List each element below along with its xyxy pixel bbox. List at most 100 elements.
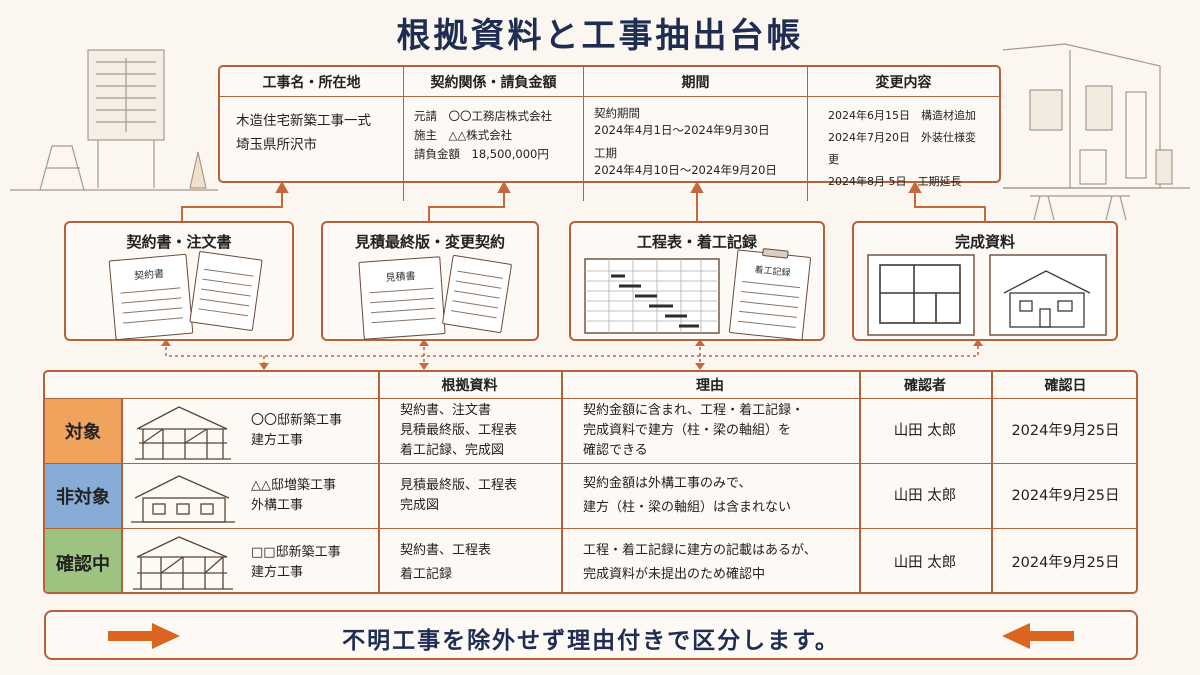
evidence-line: 見積最終版、工程表 bbox=[400, 423, 518, 438]
evidence-line: 着工記録 bbox=[400, 566, 453, 582]
source-completion-label: 完成資料 bbox=[954, 233, 1015, 251]
right-arrow-icon bbox=[108, 623, 180, 649]
source-contract-label: 契約書・注文書 bbox=[126, 233, 232, 251]
ledger-location-line: 埼玉県所沢市 bbox=[236, 137, 317, 153]
ledger-work-period-label: 工期 bbox=[594, 146, 617, 160]
table-header-reason: 理由 bbox=[561, 372, 859, 399]
start-record-title: 着工記録 bbox=[753, 265, 791, 279]
contract-document-title: 契約書 bbox=[133, 268, 165, 283]
reason-line: 建方（柱・梁の軸組）は含まれない bbox=[583, 500, 792, 515]
reason-cell: 工程・着工記録に建方の記載はあるが、 完成資料が未提出のため確認中 bbox=[583, 529, 858, 592]
ledger-header-changes: 変更内容 bbox=[808, 67, 999, 97]
table-row: 対象 〇〇邸新築工事 建方工事 契約書、注文書 見積最終版、工程表 着工記録、完… bbox=[45, 399, 1136, 464]
reason-line: 完成資料で建方（柱・梁の軸組）を bbox=[583, 423, 792, 438]
ledger-amount-line: 請負金額 18,500,000円 bbox=[414, 147, 549, 161]
ledger-contractor-line: 元請 〇〇工務店株式会社 bbox=[414, 109, 552, 123]
project-cell: △△邸増築工事 外構工事 bbox=[251, 464, 377, 528]
project-name: □□邸新築工事 bbox=[251, 544, 341, 560]
table-row: 非対象 △△邸増築工事 外構工事 見積最終版、工程表 完成図 契約金額は外構工事… bbox=[45, 464, 1136, 529]
project-name: △△邸増築工事 bbox=[251, 478, 336, 493]
reason-line: 完成資料が未提出のため確認中 bbox=[583, 566, 766, 582]
evidence-line: 契約書、注文書 bbox=[400, 403, 492, 418]
table-header-evidence: 根拠資料 bbox=[378, 372, 561, 399]
source-estimate-box: 見積最終版・変更契約 見積書 bbox=[321, 221, 539, 341]
reason-line: 工程・着工記録に建方の記載はあるが、 bbox=[583, 542, 817, 558]
ledger-period-cell: 契約期間 2024年4月1日～2024年9月30日 工期 2024年4月10日～… bbox=[584, 97, 808, 201]
project-work: 外構工事 bbox=[251, 498, 304, 513]
category-badge-target: 対象 bbox=[45, 399, 121, 463]
ledger-name-line: 木造住宅新築工事一式 bbox=[236, 113, 371, 129]
construction-ledger: 工事名・所在地 契約関係・請負金額 期間 変更内容 木造住宅新築工事一式 埼玉県… bbox=[218, 65, 1001, 201]
checker-name: 山田 太郎 bbox=[893, 554, 957, 571]
table-header-date: 確認日 bbox=[991, 372, 1136, 399]
check-date: 2024年9月25日 bbox=[1011, 488, 1120, 504]
house-frame-checking-icon bbox=[133, 536, 233, 590]
evidence-line: 見積最終版、工程表 bbox=[400, 478, 518, 493]
estimate-document-title: 見積書 bbox=[385, 271, 416, 285]
evidence-line: 契約書、工程表 bbox=[400, 542, 492, 558]
table-header-checker: 確認者 bbox=[859, 372, 991, 399]
gantt-chart-icon bbox=[584, 258, 720, 334]
evidence-line: 着工記録、完成図 bbox=[400, 443, 505, 458]
checker-name: 山田 太郎 bbox=[893, 488, 957, 504]
checker-cell: 山田 太郎 bbox=[859, 464, 991, 528]
divider bbox=[859, 372, 861, 592]
date-cell: 2024年9月25日 bbox=[991, 529, 1136, 592]
evidence-cell: 契約書、工程表 着工記録 bbox=[400, 529, 560, 592]
ledger-change-item: 2024年7月20日 外装仕様変更 bbox=[828, 131, 976, 166]
ledger-header-name: 工事名・所在地 bbox=[220, 67, 404, 97]
estimate-document-icon: 見積書 bbox=[358, 256, 446, 340]
start-record-clipboard-icon: 着工記録 bbox=[728, 247, 812, 341]
contract-document-icon: 契約書 bbox=[108, 253, 194, 341]
divider bbox=[991, 372, 993, 592]
date-cell: 2024年9月25日 bbox=[991, 399, 1136, 463]
source-schedule-label: 工程表・着工記録 bbox=[636, 233, 757, 251]
ledger-contract-cell: 元請 〇〇工務店株式会社 施主 △△株式会社 請負金額 18,500,000円 bbox=[404, 97, 584, 201]
footer-banner: 不明工事を除外せず理由付きで区分します。 bbox=[44, 610, 1138, 660]
divider bbox=[121, 399, 123, 592]
completed-house-photo-icon bbox=[989, 254, 1107, 336]
date-cell: 2024年9月25日 bbox=[991, 464, 1136, 528]
checker-cell: 山田 太郎 bbox=[859, 399, 991, 463]
checker-name: 山田 太郎 bbox=[893, 423, 957, 439]
project-work: 建方工事 bbox=[251, 433, 304, 448]
ledger-client-line: 施主 △△株式会社 bbox=[414, 128, 513, 142]
evidence-cell: 見積最終版、工程表 完成図 bbox=[400, 464, 560, 528]
evidence-line: 完成図 bbox=[400, 498, 440, 513]
reason-cell: 契約金額に含まれ、工程・着工記録・ 完成資料で建方（柱・梁の軸組）を 確認できる bbox=[583, 399, 858, 463]
reason-line: 契約金額は外構工事のみで、 bbox=[583, 476, 752, 491]
divider bbox=[561, 372, 563, 592]
ledger-change-item: 2024年8月 5日 工期延長 bbox=[828, 175, 962, 188]
project-cell: 〇〇邸新築工事 建方工事 bbox=[251, 399, 377, 463]
ledger-change-item: 2024年6月15日 構造材追加 bbox=[828, 109, 976, 122]
ledger-contract-period-value: 2024年4月1日～2024年9月30日 bbox=[594, 123, 770, 137]
ledger-name-cell: 木造住宅新築工事一式 埼玉県所沢市 bbox=[220, 97, 404, 201]
house-framing-icon bbox=[135, 406, 231, 460]
divider bbox=[378, 372, 380, 592]
check-date: 2024年9月25日 bbox=[1011, 423, 1120, 439]
category-badge-checking: 確認中 bbox=[45, 529, 121, 592]
project-work: 建方工事 bbox=[251, 564, 304, 580]
ledger-header-contract: 契約関係・請負金額 bbox=[404, 67, 584, 97]
house-extension-icon bbox=[131, 475, 235, 523]
ledger-header-period: 期間 bbox=[584, 67, 808, 97]
ledger-work-period-value: 2024年4月10日～2024年9月20日 bbox=[594, 163, 777, 177]
source-schedule-box: 工程表・着工記録 着工記録 bbox=[569, 221, 825, 341]
source-contract-box: 契約書・注文書 契約書 bbox=[64, 221, 294, 341]
left-arrow-icon bbox=[1002, 623, 1074, 649]
order-document-icon bbox=[189, 250, 263, 332]
table-header-blank bbox=[45, 372, 378, 399]
page-title: 根拠資料と工事抽出台帳 bbox=[396, 16, 804, 56]
reason-line: 契約金額に含まれ、工程・着工記録・ bbox=[583, 403, 805, 418]
category-badge-non-target: 非対象 bbox=[45, 464, 121, 528]
check-date: 2024年9月25日 bbox=[1011, 554, 1120, 571]
project-name: 〇〇邸新築工事 bbox=[251, 413, 343, 428]
reason-cell: 契約金額は外構工事のみで、 建方（柱・梁の軸組）は含まれない bbox=[583, 464, 858, 528]
source-estimate-label: 見積最終版・変更契約 bbox=[354, 233, 505, 251]
floor-plan-icon bbox=[867, 254, 975, 336]
evidence-cell: 契約書、注文書 見積最終版、工程表 着工記録、完成図 bbox=[400, 399, 560, 463]
table-row: 確認中 □□邸新築工事 建方工事 契約書、工程表 着工記録 工程・着工記録に建方… bbox=[45, 529, 1136, 592]
ledger-contract-period-label: 契約期間 bbox=[594, 106, 640, 120]
classification-table: 根拠資料 理由 確認者 確認日 対象 〇〇邸新築工事 建方工事 契約書、注文書 … bbox=[43, 370, 1138, 594]
